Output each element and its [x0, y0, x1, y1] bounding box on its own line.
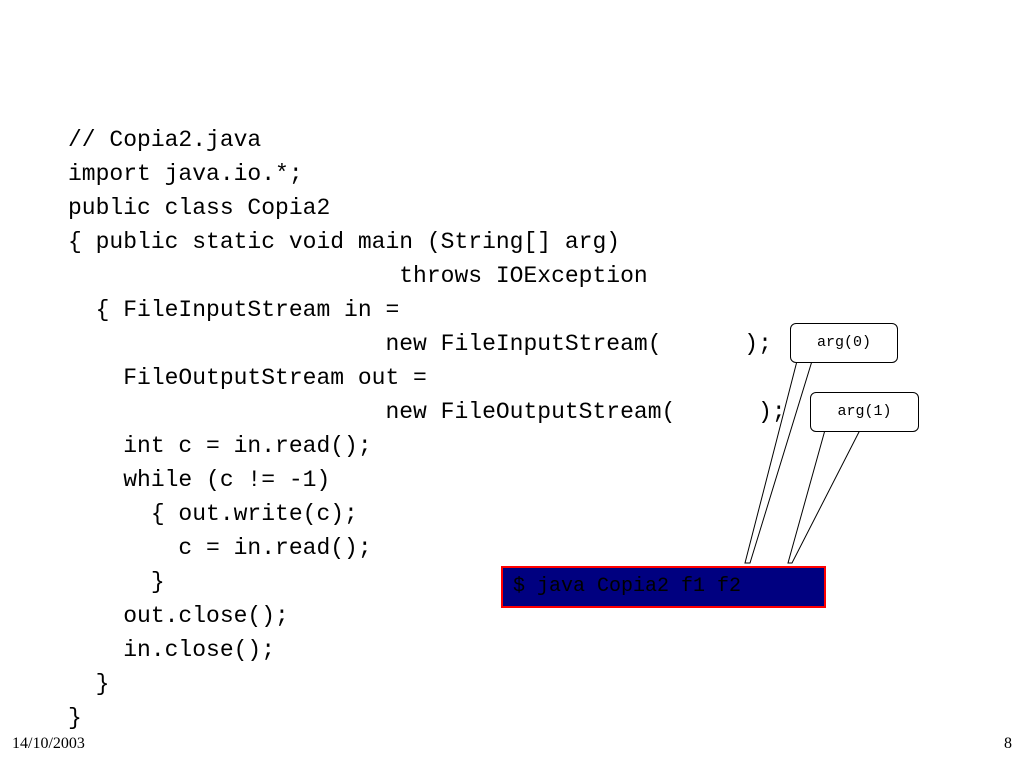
code-line: { public static void main (String[] arg) — [68, 229, 621, 255]
command-line-box: $ java Copia2 f1 f2 — [501, 566, 826, 608]
callout-arg1: arg(1) — [810, 392, 919, 432]
code-line: throws IOException — [68, 263, 648, 289]
java-code-listing: // Copia2.java import java.io.*; public cl… — [68, 123, 786, 735]
callout-pointer-arg1 — [787, 429, 861, 564]
code-line: int c = in.read(); — [68, 433, 372, 459]
code-line: // Copia2.java — [68, 127, 262, 153]
code-line: } — [68, 705, 82, 731]
code-line: new FileOutputStream( ); — [68, 399, 786, 425]
code-line: } — [68, 569, 165, 595]
footer-date: 14/10/2003 — [12, 735, 85, 752]
code-line: { FileInputStream in = — [68, 297, 400, 323]
code-line: } — [68, 671, 110, 697]
code-line: new FileInputStream( ); — [68, 331, 772, 357]
code-line: public class Copia2 — [68, 195, 331, 221]
code-line: in.close(); — [68, 637, 276, 663]
code-line: out.close(); — [68, 603, 289, 629]
code-line: while (c != -1) — [68, 467, 331, 493]
callout-arg0: arg(0) — [790, 323, 898, 363]
code-line: import java.io.*; — [68, 161, 303, 187]
page-number: 8 — [1004, 735, 1012, 752]
code-line: FileOutputStream out = — [68, 365, 427, 391]
code-line: c = in.read(); — [68, 535, 372, 561]
code-line: { out.write(c); — [68, 501, 358, 527]
